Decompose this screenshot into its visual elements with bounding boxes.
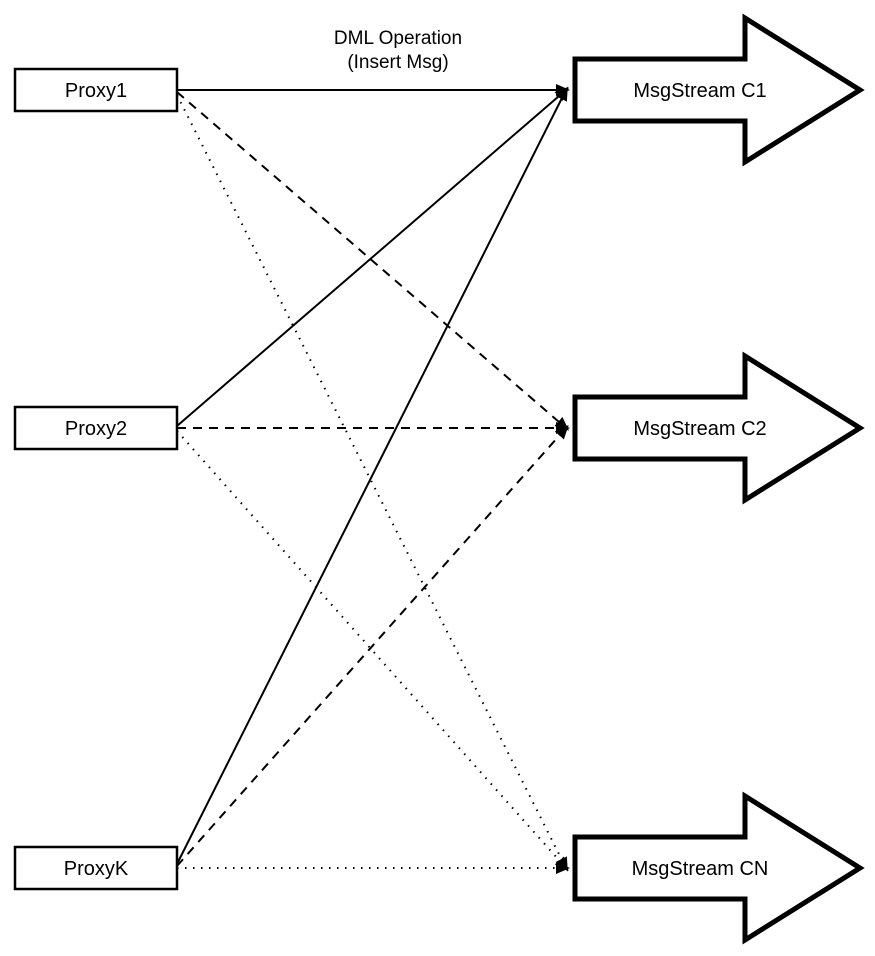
msgstream-c1-label: MsgStream C1: [633, 80, 766, 102]
node-msgstream-cn: MsgStream CN: [572, 791, 865, 945]
edge-proxyk-msgstream-c1: [176, 86, 568, 865]
diagram-title-line1: DML Operation: [334, 28, 462, 49]
diagram-title-line2: (Insert Msg): [347, 52, 448, 73]
msgstream-cn-arrow: [572, 791, 865, 945]
edge-proxyk-msgstream-c2: [176, 425, 569, 867]
edge-proxy1-msgstream-cn: [176, 94, 568, 872]
proxy1-box: [13, 67, 179, 113]
node-proxyk: ProxyK: [13, 845, 179, 891]
edge-proxy1-msgstream-c2: [176, 91, 570, 431]
node-msgstream-c1: MsgStream C1: [572, 13, 865, 167]
proxyk-label: ProxyK: [64, 858, 129, 880]
proxy2-box: [13, 405, 179, 451]
proxy1-label: Proxy1: [65, 80, 127, 102]
msgstream-c2-label: MsgStream C2: [633, 418, 766, 440]
msgstream-c1-arrow: [572, 13, 865, 167]
proxyk-box: [13, 845, 179, 891]
edge-proxy2-msgstream-c1: [176, 87, 570, 427]
proxy2-label: Proxy2: [65, 418, 127, 440]
node-proxy1: Proxy1: [13, 67, 179, 113]
edge-proxy2-msgstream-cn: [176, 430, 569, 871]
node-msgstream-c2: MsgStream C2: [572, 351, 865, 505]
msgstream-cn-label: MsgStream CN: [632, 858, 769, 880]
msgstream-c2-arrow: [572, 351, 865, 505]
node-proxy2: Proxy2: [13, 405, 179, 451]
